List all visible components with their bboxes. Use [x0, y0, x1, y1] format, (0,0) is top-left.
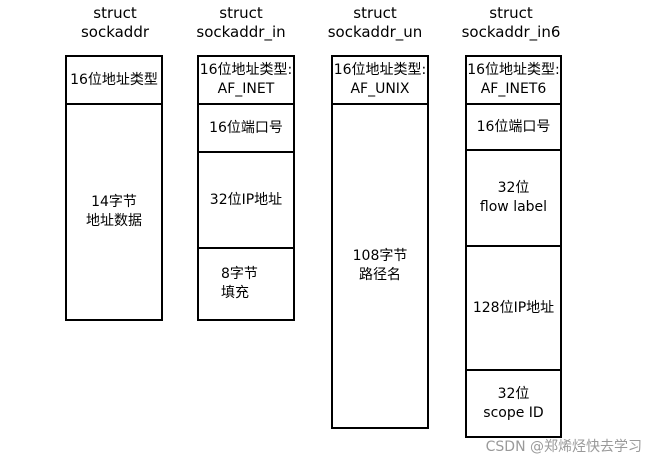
sockaddr-un-family-field: 16位地址类型: AF_UNIX — [333, 57, 427, 105]
sockaddr-data-field: 14字节 地址数据 — [86, 194, 142, 229]
struct-sockaddr-un-title: struct sockaddr_un — [327, 4, 423, 41]
sockaddr-in6-port-field: 16位端口号 — [467, 105, 560, 151]
struct-sockaddr-title: struct sockaddr — [80, 4, 150, 41]
struct-sockaddr-un-box: 16位地址类型: AF_UNIX 108字节 路径名 — [331, 55, 429, 429]
sockaddr-in-ip-field: 32位IP地址 — [199, 153, 293, 249]
sockaddr-in6-family-field: 16位地址类型: AF_INET6 — [467, 57, 560, 105]
sockaddr-in-port-field: 16位端口号 — [199, 105, 293, 153]
struct-sockaddr-in6-title: struct sockaddr_in6 — [461, 4, 561, 41]
sockaddr-in-padding-field: 8字节 填充 — [221, 266, 258, 301]
csdn-watermark: CSDN @郑烯烃快去学习 — [485, 439, 642, 455]
struct-sockaddr-in6-box: 16位地址类型: AF_INET6 16位端口号 32位 flow label … — [465, 55, 562, 438]
sockaddr-family-field: 16位地址类型 — [67, 57, 161, 105]
sockaddr-un-path-field: 108字节 路径名 — [352, 248, 408, 283]
struct-sockaddr-in-box: 16位地址类型: AF_INET 16位端口号 32位IP地址 8字节 填充 — [197, 55, 295, 321]
sockaddr-in6-ip-field: 128位IP地址 — [467, 247, 560, 371]
struct-sockaddr-in-title: struct sockaddr_in — [196, 4, 286, 41]
sockaddr-in6-flowlabel-field: 32位 flow label — [467, 151, 560, 247]
sockaddr-in-family-field: 16位地址类型: AF_INET — [199, 57, 293, 105]
struct-sockaddr-box: 16位地址类型 14字节 地址数据 — [65, 55, 163, 321]
sockaddr-in6-scopeid-field: 32位 scope ID — [483, 385, 544, 421]
